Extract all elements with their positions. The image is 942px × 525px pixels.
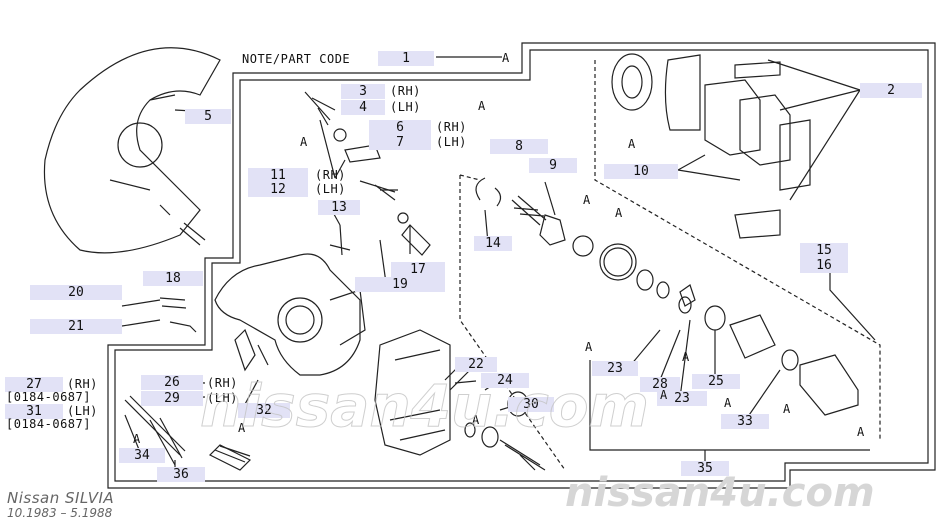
callout-2[interactable]: 2 bbox=[860, 83, 922, 98]
ref-mark-a: A bbox=[585, 340, 593, 354]
callout-28[interactable]: 28 bbox=[640, 377, 680, 392]
callout-9[interactable]: 9 bbox=[529, 158, 577, 173]
note-part-code-label: NOTE/PART CODE bbox=[242, 52, 351, 66]
side-label-rh-6: (RH) bbox=[436, 120, 467, 134]
callout-23a[interactable]: 23 bbox=[592, 361, 638, 376]
side-label-lh-31: (LH) bbox=[67, 404, 98, 418]
dust-shield bbox=[43, 47, 221, 254]
spring bbox=[511, 195, 547, 226]
brake-pad-inner bbox=[739, 94, 791, 166]
side-label-lh-4: (LH) bbox=[390, 100, 421, 114]
inner-frame bbox=[114, 49, 929, 482]
callout-5[interactable]: 5 bbox=[185, 109, 231, 124]
ref-mark-a: A bbox=[783, 402, 791, 416]
callout-7[interactable]: 7 bbox=[369, 135, 431, 150]
side-label-lh-12: (LH) bbox=[315, 182, 346, 196]
side-label-rh-3: (RH) bbox=[390, 84, 421, 98]
brake-pad-outer bbox=[704, 79, 761, 156]
callout-19[interactable]: 19 bbox=[355, 277, 445, 292]
outer-frame bbox=[107, 42, 936, 489]
callout-4[interactable]: 4 bbox=[341, 100, 385, 115]
ref-mark-a: A bbox=[238, 421, 246, 435]
side-label-lh-7: (LH) bbox=[436, 135, 467, 149]
callout-17[interactable]: 17 bbox=[391, 262, 445, 277]
callout-33[interactable]: 33 bbox=[721, 414, 769, 429]
ref-mark-a: A bbox=[133, 432, 141, 446]
callout-25[interactable]: 25 bbox=[692, 374, 740, 389]
side-label-rh-27: (RH) bbox=[67, 377, 98, 391]
callout-30[interactable]: 30 bbox=[508, 397, 554, 412]
callout-3[interactable]: 3 bbox=[341, 84, 385, 99]
ref-mark-a: A bbox=[857, 425, 865, 439]
side-label-rh-11: (RH) bbox=[315, 168, 346, 182]
range-31: [0184-0687] bbox=[6, 417, 91, 431]
callout-12[interactable]: 12 bbox=[248, 182, 308, 197]
callout-1[interactable]: 1 bbox=[378, 51, 434, 66]
callout-34[interactable]: 34 bbox=[119, 448, 165, 463]
ref-a-mark: A bbox=[502, 51, 510, 65]
ref-mark-a: A bbox=[628, 137, 636, 151]
callout-36[interactable]: 36 bbox=[157, 467, 205, 482]
ref-mark-a: A bbox=[472, 413, 480, 427]
oil-seal bbox=[611, 53, 653, 111]
callout-6[interactable]: 6 bbox=[369, 120, 431, 135]
ref-mark-a: A bbox=[300, 135, 308, 149]
production-dates: 10.1983 – 5.1988 bbox=[7, 506, 113, 520]
callout-29[interactable]: 29 bbox=[141, 391, 203, 406]
callout-16[interactable]: 16 bbox=[800, 258, 848, 273]
callout-22[interactable]: 22 bbox=[455, 357, 497, 372]
ref-mark-a: A bbox=[478, 99, 486, 113]
callout-35[interactable]: 35 bbox=[681, 461, 729, 476]
guide-pin bbox=[124, 395, 186, 456]
model-name: Nissan SILVIA bbox=[7, 489, 115, 507]
callout-15[interactable]: 15 bbox=[800, 243, 848, 258]
callout-20[interactable]: 20 bbox=[30, 285, 122, 300]
callout-23b[interactable]: 23 bbox=[657, 391, 707, 406]
callout-32[interactable]: 32 bbox=[238, 403, 290, 418]
callout-21[interactable]: 21 bbox=[30, 319, 122, 334]
pad-shim bbox=[664, 54, 701, 131]
side-label-lh-29: (LH) bbox=[207, 391, 238, 405]
piston-group-box bbox=[459, 174, 566, 471]
ref-mark-a: A bbox=[615, 206, 623, 220]
side-label-rh-26: (RH) bbox=[207, 376, 238, 390]
range-27: [0184-0687] bbox=[6, 390, 91, 404]
callout-27[interactable]: 27 bbox=[5, 377, 63, 392]
callout-31[interactable]: 31 bbox=[5, 404, 63, 419]
callout-13[interactable]: 13 bbox=[318, 200, 360, 215]
piston bbox=[729, 314, 776, 359]
mounting-bracket bbox=[374, 329, 451, 456]
ref-mark-a: A bbox=[660, 388, 668, 402]
callout-18[interactable]: 18 bbox=[143, 271, 203, 286]
callout-26[interactable]: 26 bbox=[141, 375, 203, 390]
ref-mark-a: A bbox=[583, 193, 591, 207]
caliper-body bbox=[214, 253, 361, 376]
ref-mark-a: A bbox=[682, 350, 690, 364]
ref-mark-a: A bbox=[724, 396, 732, 410]
callout-10[interactable]: 10 bbox=[604, 164, 678, 179]
callout-14[interactable]: 14 bbox=[474, 236, 512, 251]
callout-24[interactable]: 24 bbox=[481, 373, 529, 388]
callout-8[interactable]: 8 bbox=[490, 139, 548, 154]
callout-11[interactable]: 11 bbox=[248, 168, 308, 183]
